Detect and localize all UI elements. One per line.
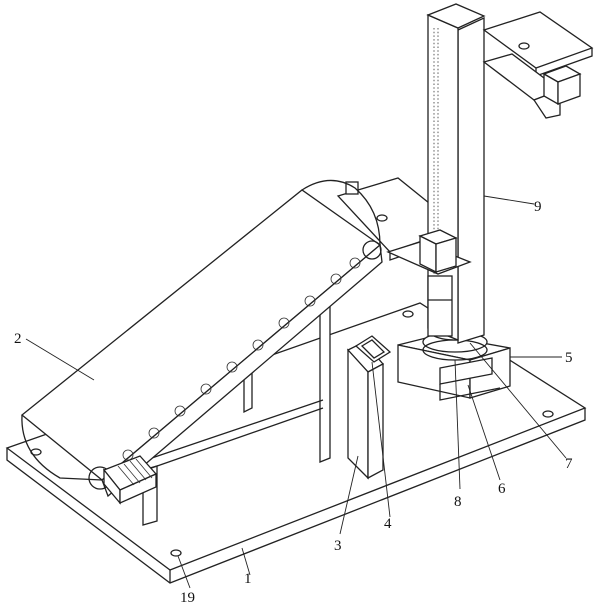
label-6: 6 — [498, 481, 506, 497]
conveyor-motor — [102, 455, 158, 505]
middle-arm — [386, 229, 472, 337]
label-4: 4 — [384, 516, 392, 532]
leader-lines — [25, 195, 567, 589]
part-labels: 1 2 3 4 5 6 7 8 9 19 — [14, 199, 573, 606]
label-9: 9 — [534, 199, 542, 215]
label-8: 8 — [454, 494, 462, 510]
label-19: 19 — [180, 590, 195, 606]
label-2: 2 — [14, 331, 22, 347]
label-1: 1 — [244, 571, 252, 587]
sensor-box-4 — [354, 335, 392, 363]
mounting-hole — [170, 549, 182, 557]
label-5: 5 — [565, 350, 573, 366]
top-arm — [482, 11, 594, 119]
rotary-base — [397, 323, 511, 401]
label-7: 7 — [565, 456, 573, 472]
conveyor-belt — [20, 179, 383, 505]
label-3: 3 — [334, 538, 342, 554]
post-3 — [346, 341, 385, 480]
